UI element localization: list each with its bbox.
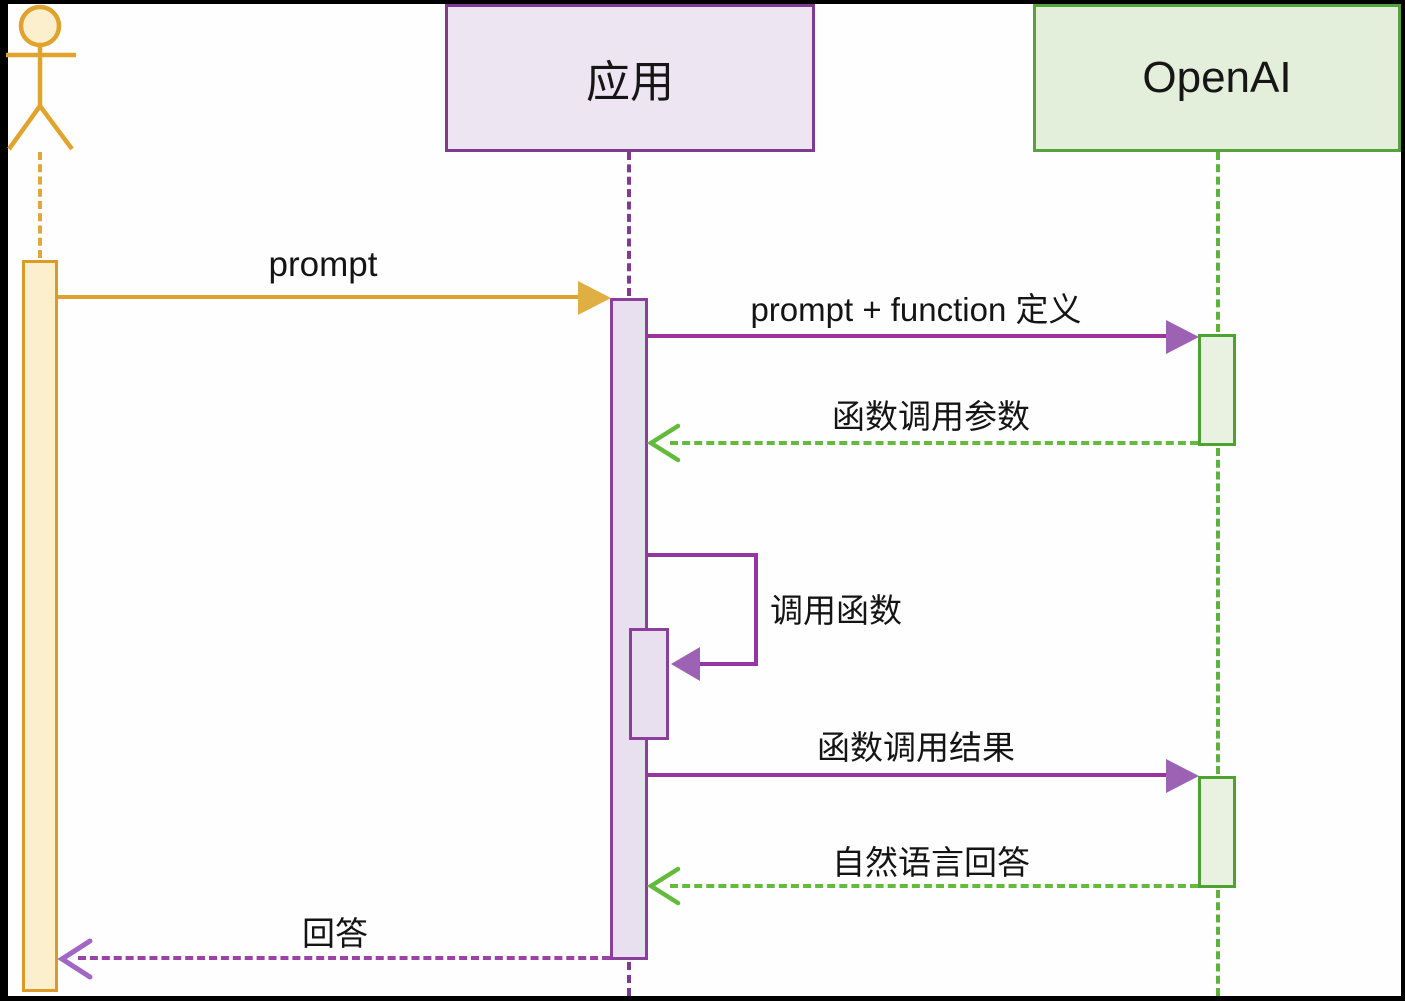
activation-bar-app-nested xyxy=(629,628,669,740)
lifeline-openai-lower xyxy=(1216,890,1220,996)
lifeline-openai-middle xyxy=(1216,448,1220,774)
message-label-natural-answer: 自然语言回答 xyxy=(832,844,1030,881)
message-line-function-args xyxy=(670,441,1198,445)
message-line-answer xyxy=(78,956,610,960)
message-label-call-function: 调用函数 xyxy=(770,592,902,629)
message-label-function-result: 函数调用结果 xyxy=(817,729,1015,766)
lifeline-user xyxy=(38,152,42,258)
open-arrowhead-natural-answer xyxy=(646,866,681,906)
selfcall-line-bottom xyxy=(698,662,758,666)
participant-label-openai: OpenAI xyxy=(1142,53,1292,102)
message-line-natural-answer xyxy=(670,884,1198,888)
message-line-function-result xyxy=(648,773,1170,777)
message-label-answer: 回答 xyxy=(302,915,368,952)
message-line-prompt-function xyxy=(648,334,1170,338)
message-label-function-args: 函数调用参数 xyxy=(832,398,1030,435)
open-arrowhead-answer xyxy=(57,938,93,980)
message-label-prompt-function: prompt + function 定义 xyxy=(750,291,1082,328)
arrowhead-selfcall xyxy=(671,647,700,681)
selfcall-line-right xyxy=(754,553,758,666)
diagram-canvas xyxy=(8,4,1401,996)
arrowhead-function-result xyxy=(1166,759,1199,793)
selfcall-line-top xyxy=(648,553,758,557)
participant-box-openai: OpenAI xyxy=(1033,4,1401,152)
lifeline-openai-upper xyxy=(1216,152,1220,332)
message-line-prompt xyxy=(58,295,580,299)
activation-bar-openai-2 xyxy=(1198,776,1236,888)
participant-box-app: 应用 xyxy=(445,4,815,152)
arrowhead-prompt xyxy=(578,281,611,315)
arrowhead-prompt-function xyxy=(1166,320,1199,354)
participant-label-app: 应用 xyxy=(586,58,674,107)
activation-bar-openai-1 xyxy=(1198,334,1236,446)
activation-bar-user xyxy=(22,260,58,992)
open-arrowhead-function-args xyxy=(646,423,681,463)
message-label-prompt: prompt xyxy=(268,245,378,284)
lifeline-app-upper xyxy=(627,152,631,296)
lifeline-app-lower xyxy=(627,962,631,996)
user-actor-icon xyxy=(6,4,76,151)
